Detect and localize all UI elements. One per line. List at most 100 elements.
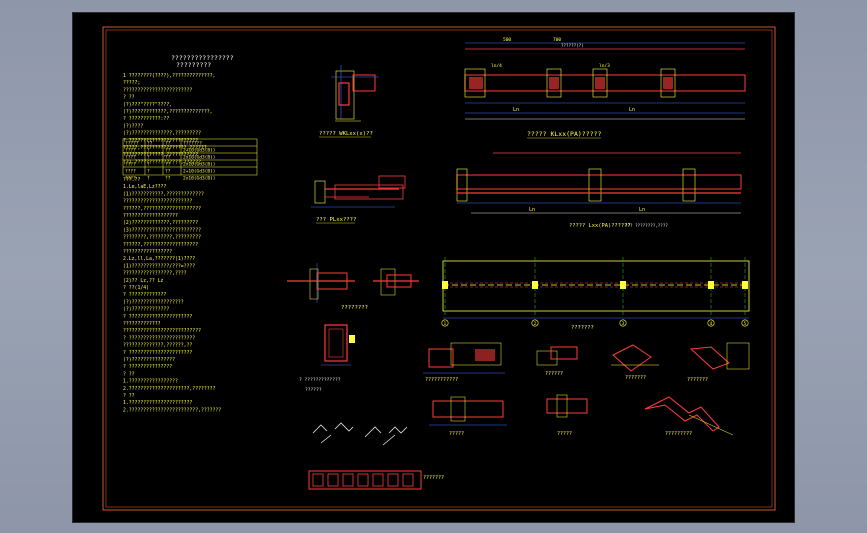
- table-cell: ?: [147, 176, 150, 182]
- table-header-cell: ?????: [125, 141, 139, 147]
- legend-bar-group: [312, 473, 414, 487]
- drawing-sheet[interactable]: ???????????????? ????????? 1 ????????(??…: [73, 13, 794, 522]
- notes-line: ? ??: [123, 393, 135, 399]
- l-ln-2: Ln: [639, 207, 645, 213]
- joint-caption: ????????: [341, 305, 368, 311]
- axis-label: 5: [744, 321, 747, 326]
- notes-line: (2)?????????????,?????????: [123, 220, 198, 226]
- table-cell: 2x10(Gd3(B)): [183, 155, 216, 161]
- notes-line: ?????;: [123, 80, 140, 86]
- table-cell: 2x10(Gd3(B)): [183, 176, 216, 182]
- hook-details: [312, 422, 408, 446]
- notes-line: ?????????????: [123, 321, 161, 327]
- table-cell: ?: [147, 162, 150, 168]
- notes-line: ????????,????????,?????????: [123, 235, 201, 241]
- table-cell: ????: [125, 155, 136, 161]
- notes-line: (?)????????????,??????????????,: [123, 109, 213, 115]
- notes-table: [122, 138, 258, 176]
- notes-line: ???????????????????: [123, 213, 178, 219]
- table-cell: 2+10(Gd3(B)): [183, 148, 216, 154]
- axis-bubble: [441, 319, 449, 327]
- table-cell: ?: [147, 169, 150, 175]
- kl-caption: ????? KLxx(PA)?????: [527, 130, 601, 138]
- sheet-border-outer: [102, 26, 776, 511]
- notes-line: ? ??????????????????????: [123, 350, 192, 356]
- notes-line: ?????????????????,????: [123, 271, 187, 277]
- notes-line: ? ????????????????????????: [123, 138, 198, 144]
- legend-bar: [387, 473, 399, 487]
- detail-caption-2: ??????: [545, 371, 563, 377]
- legend-bar: [342, 473, 354, 487]
- notes-line: 1.??????????????????????: [123, 400, 192, 406]
- legend-caption: ???????: [423, 475, 444, 481]
- axis-column: [620, 281, 626, 289]
- notes-line: 1.?????????????????: [123, 379, 178, 385]
- l-caption: ????? Lxx(PA)??????: [569, 223, 631, 229]
- notes-subtitle: ?????????: [176, 61, 211, 69]
- notes-line: ? ???????????????: [123, 364, 172, 370]
- notes-line: ? ??????????????????????: [123, 314, 192, 320]
- notes-line: ? ???????????:??: [123, 116, 169, 122]
- hanger-caption: ? ?????????????: [299, 377, 341, 383]
- cad-viewport[interactable]: ???????????????? ????????? 1 ????????(??…: [72, 12, 795, 523]
- notes-line: (?)???????????????: [123, 357, 175, 363]
- notes-line: ????????????????????????: [123, 199, 192, 205]
- legend-bars: ???????: [308, 470, 444, 490]
- axis-bubble: [707, 319, 715, 327]
- axis-column: [442, 281, 448, 289]
- table-header-cell: ??: [147, 141, 153, 147]
- notes-line: ????????????????????????: [123, 87, 192, 93]
- notes-line: (?)????: [123, 123, 143, 129]
- table-cell: ????: [125, 176, 136, 182]
- table-header-cell: ???????: [183, 141, 202, 147]
- table-cell: ??: [165, 176, 171, 182]
- notes-line: ? ??: [123, 95, 135, 101]
- axis-column: [532, 281, 538, 289]
- legend-bar: [402, 473, 414, 487]
- kl-ln4-1: ln/4: [491, 63, 502, 69]
- l-beam-elevation: Ln Ln ????? Lxx(PA)?????? ??? ????????,?…: [456, 152, 742, 229]
- axis-bubble: [531, 319, 539, 327]
- notes-line: ???????????????????????????: [123, 328, 201, 334]
- table-cell: ??: [165, 169, 171, 175]
- notes-line: ? ?????????????: [123, 292, 166, 298]
- frame-lower-caption: ???????: [571, 325, 594, 331]
- axis-column: [708, 281, 714, 289]
- bottom-detail-row2: ????? ????? ?????????: [429, 394, 734, 437]
- column-detail: ? ????????????? ??????: [299, 324, 355, 393]
- table-cell: ????: [125, 169, 136, 175]
- notes-line: (?)???"????"????,: [123, 102, 172, 108]
- wkl-detail: ????? WKLxx(x)??: [319, 65, 379, 138]
- table-cell: ??: [165, 148, 171, 154]
- notes-line: ? ??: [123, 371, 135, 377]
- table-header-cell: ??: [165, 141, 171, 147]
- pl-caption: ??? PLxx????: [316, 217, 356, 223]
- notes-line: (?)??????????????????: [123, 299, 184, 305]
- axis-column: [742, 281, 748, 289]
- axis-label: 4: [710, 321, 713, 326]
- kl-ln3-1: ln/3: [599, 63, 610, 69]
- axis-bubble: [619, 319, 627, 327]
- notes-table-text: ???????????????????????2+10(Gd3(B))?????…: [125, 141, 216, 182]
- notes-line: 1.Le,laE,Lz????: [123, 184, 166, 190]
- notes-line: 2.Lz,ll,La,???????(1)????: [123, 256, 195, 262]
- notes-line: ?????????????????: [123, 249, 172, 255]
- column-caption: ??????: [305, 387, 322, 393]
- table-cell: ????: [125, 162, 136, 168]
- legend-bar: [357, 473, 369, 487]
- table-cell: ??: [165, 155, 171, 161]
- notes-line: ??????,???????????????????: [123, 242, 198, 248]
- kl-beam-elevation: 500 700 ??????(?) Ln Ln ln/4 ln/3 ????? …: [464, 37, 746, 139]
- notes-line: ???.??: [123, 177, 140, 183]
- notes-line: ??????????????,??????,??: [123, 343, 192, 349]
- pl-detail: ??? PLxx????: [311, 175, 406, 224]
- notes-line: (?)?????????????: [123, 307, 169, 313]
- kl-dim-2: 700: [553, 37, 561, 43]
- sheet-border-inner: [105, 29, 773, 508]
- notes-line: 1 ????????(????),??????????????,: [123, 73, 215, 79]
- legend-bar: [372, 473, 384, 487]
- notes-line: ??????,????????????????????: [123, 206, 201, 212]
- bottom-detail-row1: ??????????? ?????? ??????? ???????: [423, 342, 750, 383]
- legend-bar: [327, 473, 339, 487]
